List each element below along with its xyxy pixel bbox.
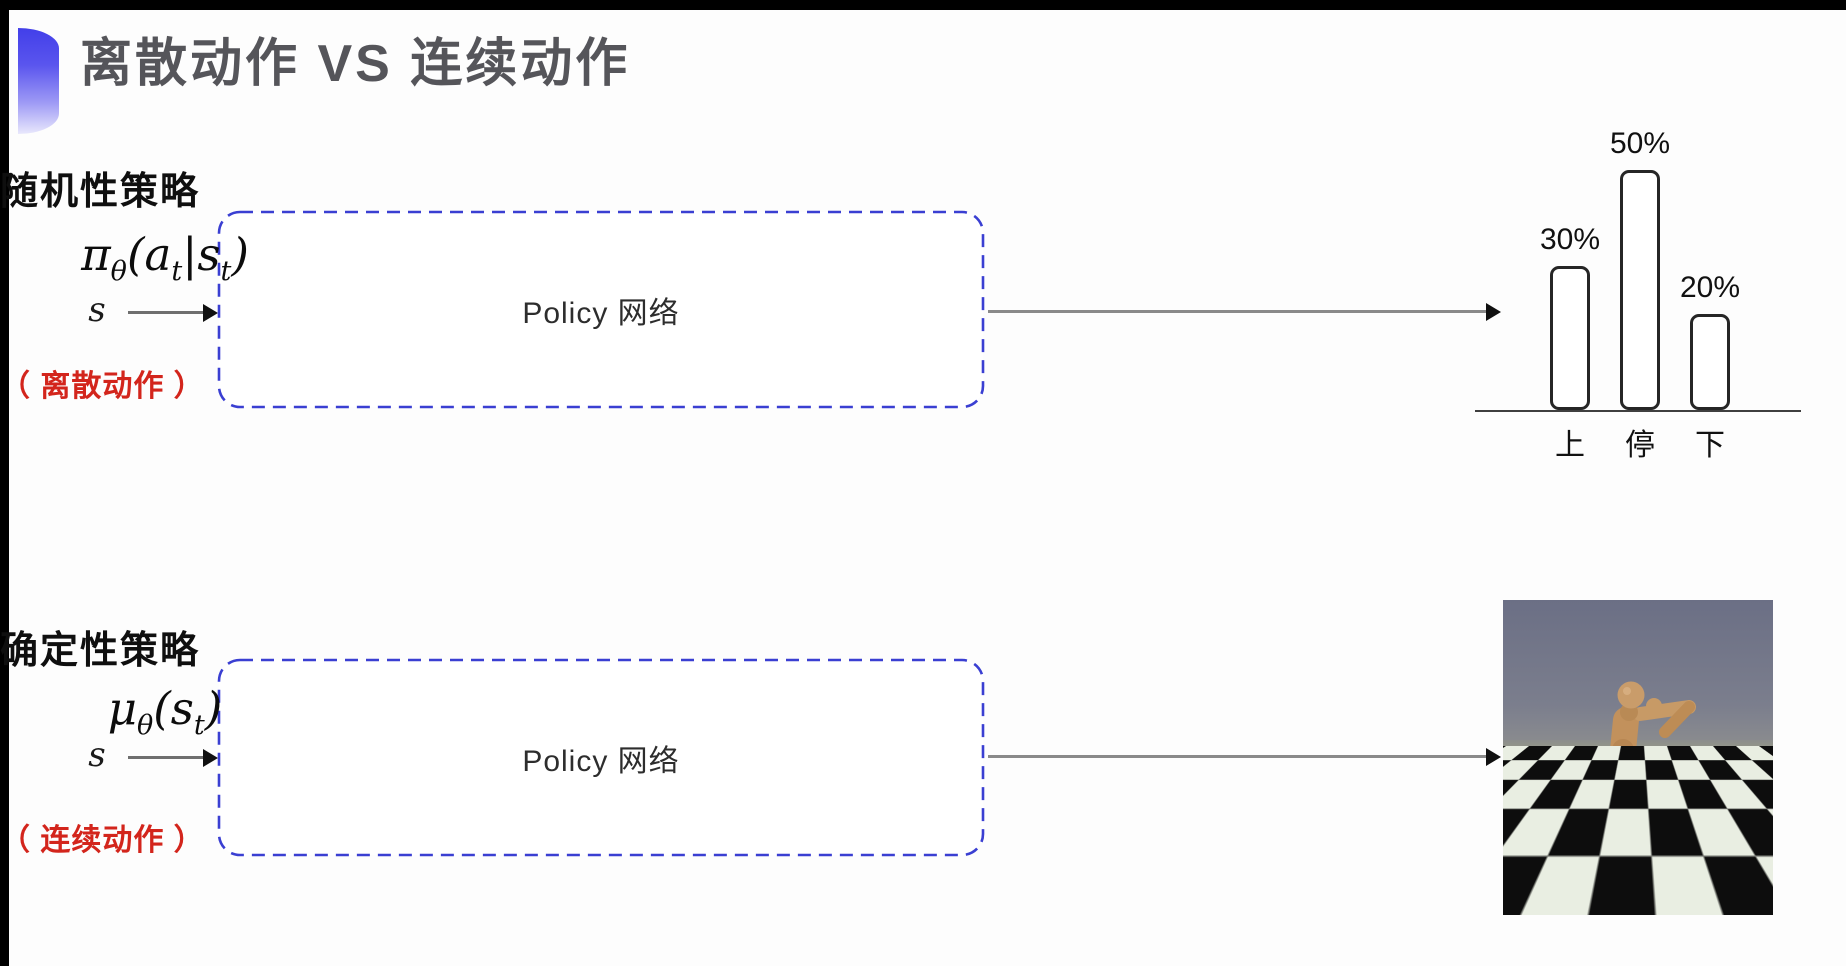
deterministic-policy-title: 确定性策略 [0, 619, 330, 674]
policy-network-box-bottom: Policy 网络 [217, 658, 985, 857]
category-label: 停 [1605, 420, 1675, 464]
bar [1620, 170, 1660, 410]
output-arrow-head-bottom [1486, 748, 1501, 766]
stochastic-policy-title: 随机性策略 [0, 160, 330, 215]
humanoid-figure [1503, 600, 1773, 915]
title-bullet-decoration [18, 28, 59, 134]
category-label: 下 [1675, 420, 1745, 464]
chart-baseline [1475, 410, 1801, 412]
state-input-label-top: s [72, 290, 122, 330]
output-arrow-line-top [988, 310, 1486, 313]
bar-column: 20% [1675, 271, 1745, 410]
bar-column: 30% [1535, 223, 1605, 410]
stochastic-policy-formula: πθ(at|st) [0, 228, 330, 287]
policy-network-label-bottom: Policy 网络 [217, 658, 985, 857]
input-arrow-line-bottom [128, 756, 206, 759]
continuous-action-note: （ 连续动作 ） [0, 815, 330, 859]
deterministic-policy-formula: μθ(st) [0, 682, 330, 741]
bar [1550, 266, 1590, 410]
bar-value-label: 50% [1610, 127, 1670, 161]
chart-bars: 30% 50% 20% [1475, 100, 1805, 410]
window-top-border [0, 0, 1846, 10]
bar [1690, 314, 1730, 410]
input-arrow-head-top [203, 304, 218, 322]
bar-value-label: 20% [1680, 271, 1740, 305]
chart-category-labels: 上停下 [1475, 420, 1805, 464]
category-label: 上 [1535, 420, 1605, 464]
bar-column: 50% [1605, 127, 1675, 410]
input-arrow-head-bottom [203, 749, 218, 767]
discrete-action-note: （ 离散动作 ） [0, 361, 330, 405]
humanoid-robot-image [1503, 600, 1773, 915]
input-arrow-line-top [128, 311, 206, 314]
action-probability-chart: 30% 50% 20% 上停下 [1475, 100, 1805, 470]
policy-network-label-top: Policy 网络 [217, 210, 985, 409]
output-arrow-line-bottom [988, 755, 1486, 758]
state-input-label-bottom: s [72, 735, 122, 775]
page-title: 离散动作 VS 连续动作 [80, 34, 630, 94]
bar-value-label: 30% [1540, 223, 1600, 257]
policy-network-box-top: Policy 网络 [217, 210, 985, 409]
